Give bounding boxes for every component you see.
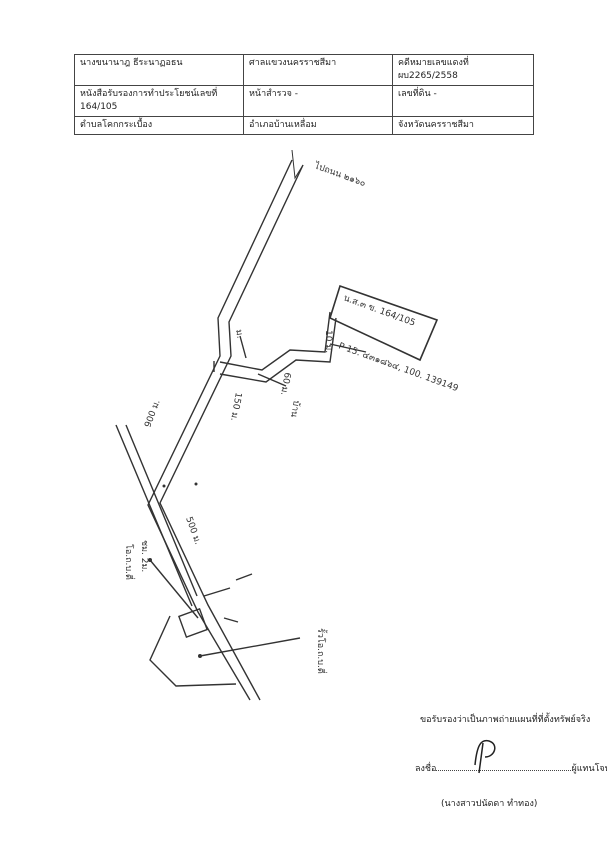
province: จังหวัดนครราชสีมา xyxy=(392,116,534,135)
district: อำเภอบ้านเหลื่อม xyxy=(243,116,393,135)
header-row: หนังสือรับรองการทำประโยชน์เลขที่ 164/105… xyxy=(74,85,534,117)
reference-label: รั้วโอ.ถ.บ.ตี่ xyxy=(315,628,328,674)
case-number: คดีหมายเลขแดงที่ ผบ2265/2558 xyxy=(392,54,534,86)
debtor-name: นางขนานาฎ ธีระนาฏอธน xyxy=(74,54,244,86)
side-road xyxy=(219,311,331,371)
header-row: นางขนานาฎ ธีระนาฏอธน ศาลแขวงนครราชสีมา ค… xyxy=(74,54,534,86)
parcel-id-label: น.ส.๓ ข. 164/105 xyxy=(342,293,417,328)
land-number: เลขที่ดิน - xyxy=(392,85,534,117)
signature-mark xyxy=(474,739,496,774)
distance-label: บ้าน xyxy=(288,399,302,418)
distance-label: 60 ม. xyxy=(278,371,292,395)
survey-page: หน้าสำรวจ - xyxy=(243,85,393,117)
road-edge-right xyxy=(159,164,304,701)
deed-number: หนังสือรับรองการทำประโยชน์เลขที่ 164/105 xyxy=(74,85,244,117)
signature-role: ผู้แทนโจทก์ xyxy=(571,764,607,774)
location-sketch-map: ไปถนน ๒๑๖๐ น.ส.๓ ข. 164/105 P 15. ๔๓๑๘๖๔… xyxy=(115,149,460,701)
signature-line: ลงชื่อ ผู้แทนโจทก์ xyxy=(415,761,607,775)
signature-dots xyxy=(436,762,572,771)
reference-label: ชม. 2ม. xyxy=(139,540,149,572)
signature-prefix: ลงชื่อ xyxy=(415,764,437,774)
pointer-arrow xyxy=(149,559,199,619)
header-table: นางขนานาฎ ธีระนาฏอธน ศาลแขวงนครราชสีมา ค… xyxy=(74,54,534,135)
road-left xyxy=(115,424,193,607)
reference-label: โอ.ถ.บ.ตี่ xyxy=(123,544,136,580)
house-marker xyxy=(178,608,208,638)
parcel-outline xyxy=(329,284,439,362)
distance-label: ม. xyxy=(233,329,244,339)
distance-label: 500 ม. xyxy=(183,516,202,547)
subdistrict: ตำบลโคกกระเบื้อง xyxy=(74,116,244,135)
road-edge-left xyxy=(147,159,293,701)
distance-label: 900 ม. xyxy=(143,399,162,430)
certification-text: ขอรับรองว่าเป็นภาพถ่ายแผนที่ที่ตั้งทรัพย… xyxy=(420,715,591,725)
court-name: ศาลแขวงนครราชสีมา xyxy=(243,54,393,86)
distance-label: 150 ม. xyxy=(228,391,243,421)
distance-label: 10 ม. xyxy=(323,330,333,353)
header-row: ตำบลโคกกระเบื้อง อำเภอบ้านเหลื่อม จังหวั… xyxy=(74,116,534,135)
signer-name: (นางสาวปนัดดา ทำทอง) xyxy=(441,799,538,809)
road-to-label: ไปถนน ๒๑๖๐ xyxy=(312,160,367,189)
